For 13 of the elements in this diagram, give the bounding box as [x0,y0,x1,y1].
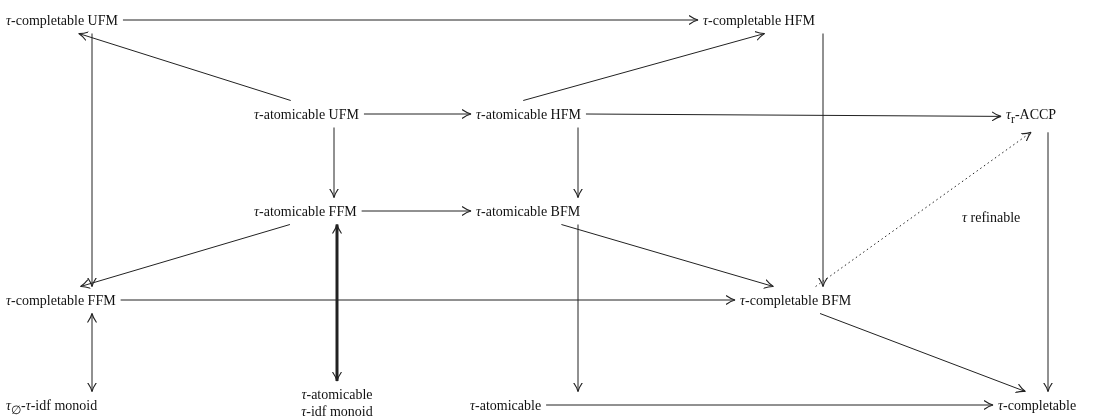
node-label: τ-completable [998,396,1077,414]
node-label: τ-atomicable FFM [254,202,357,220]
node-label: τ-atomicable τ-idf monoid [296,386,378,417]
node-label: τ-atomicable [470,396,542,414]
node-label: τ$_{r}$-ACCP [1006,105,1057,128]
node-label: τ$_{∅}$-τ-idf monoid [6,396,98,417]
node-label: τ-completable FFM [6,291,116,309]
node-label: τ-atomicable HFM [476,105,581,123]
node-label: τ-atomicable BFM [476,202,581,220]
node-label: τ-atomicable UFM [254,105,359,123]
node-label: τ-completable HFM [703,11,815,29]
node-label: τ-completable BFM [740,291,852,309]
node-label: τ-completable UFM [6,11,118,29]
